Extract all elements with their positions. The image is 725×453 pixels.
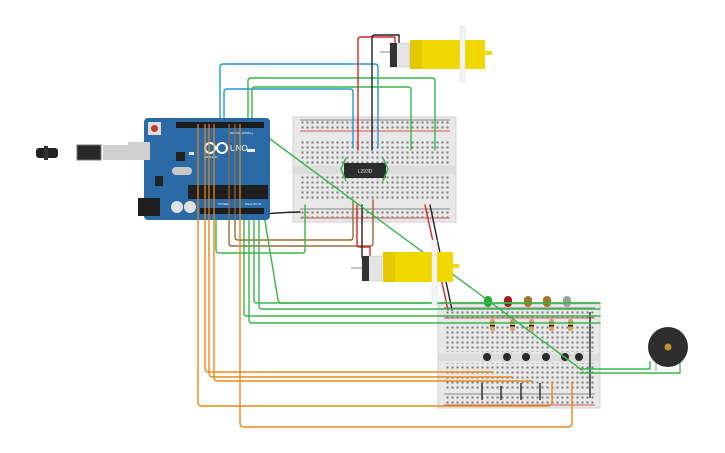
usb-port: [128, 142, 150, 160]
pushbutton[interactable]: [521, 352, 531, 362]
wire-green[interactable]: [253, 214, 601, 304]
led-orange-1[interactable]: [524, 296, 532, 307]
led-white[interactable]: [563, 296, 571, 307]
led-orange-2[interactable]: [543, 296, 551, 307]
usb-connector-b: [103, 145, 129, 160]
resistor[interactable]: [490, 319, 495, 331]
digital-header: [176, 122, 264, 128]
usb-cable[interactable]: [36, 144, 129, 161]
pushbutton[interactable]: [502, 352, 512, 362]
wire-green[interactable]: [215, 204, 306, 254]
wire-blue[interactable]: [223, 88, 354, 149]
pushbutton[interactable]: [541, 352, 551, 362]
wire-green[interactable]: [247, 77, 436, 151]
pushbutton[interactable]: [482, 352, 492, 362]
arduino-uno-board[interactable]: UNO ARDUINO DIGITAL (PWM~) POWER ANALOG …: [128, 118, 270, 220]
resistor[interactable]: [529, 319, 534, 331]
led-red[interactable]: [504, 296, 512, 307]
wire-brown[interactable]: [228, 199, 374, 247]
dc-motor-lower[interactable]: [351, 239, 459, 306]
resistor[interactable]: [568, 319, 573, 331]
digital-label: DIGITAL (PWM~): [230, 131, 253, 135]
power-label: POWER: [218, 202, 230, 206]
board-model: UNO: [230, 144, 248, 153]
wire-green[interactable]: [263, 214, 601, 304]
wires: [197, 34, 681, 428]
chip-label: L293D: [358, 169, 373, 175]
analog-label: ANALOG IN: [245, 202, 261, 206]
pushbutton[interactable]: [574, 352, 584, 362]
atmega-chip: [188, 185, 268, 199]
wire-orange[interactable]: [239, 124, 573, 428]
power-jack: [138, 198, 160, 216]
usb-connector-a: [76, 144, 102, 161]
wire-brown[interactable]: [234, 199, 354, 241]
wire-blue[interactable]: [219, 63, 379, 149]
crystal: [172, 167, 192, 175]
wire-black[interactable]: [371, 34, 400, 151]
wire-green[interactable]: [261, 132, 583, 371]
wire-green[interactable]: [579, 361, 651, 370]
motor-driver-chip[interactable]: L293D: [340, 157, 389, 182]
resistor[interactable]: [510, 319, 515, 331]
wire-green[interactable]: [258, 214, 601, 310]
wire-red[interactable]: [356, 204, 371, 259]
resistor[interactable]: [549, 319, 554, 331]
piezo-buzzer[interactable]: [648, 327, 688, 371]
wire-orange[interactable]: [197, 124, 553, 407]
led-row: [484, 296, 571, 307]
wire-green[interactable]: [251, 86, 412, 151]
board-brand: ARDUINO: [204, 155, 219, 159]
wire-red[interactable]: [357, 36, 396, 151]
wire-green[interactable]: [243, 214, 601, 317]
wire-orange[interactable]: [213, 124, 533, 382]
dc-motor-upper[interactable]: [380, 25, 492, 83]
wire-orange[interactable]: [208, 124, 513, 378]
power-analog-header: [200, 208, 264, 214]
wire-green[interactable]: [248, 214, 601, 324]
